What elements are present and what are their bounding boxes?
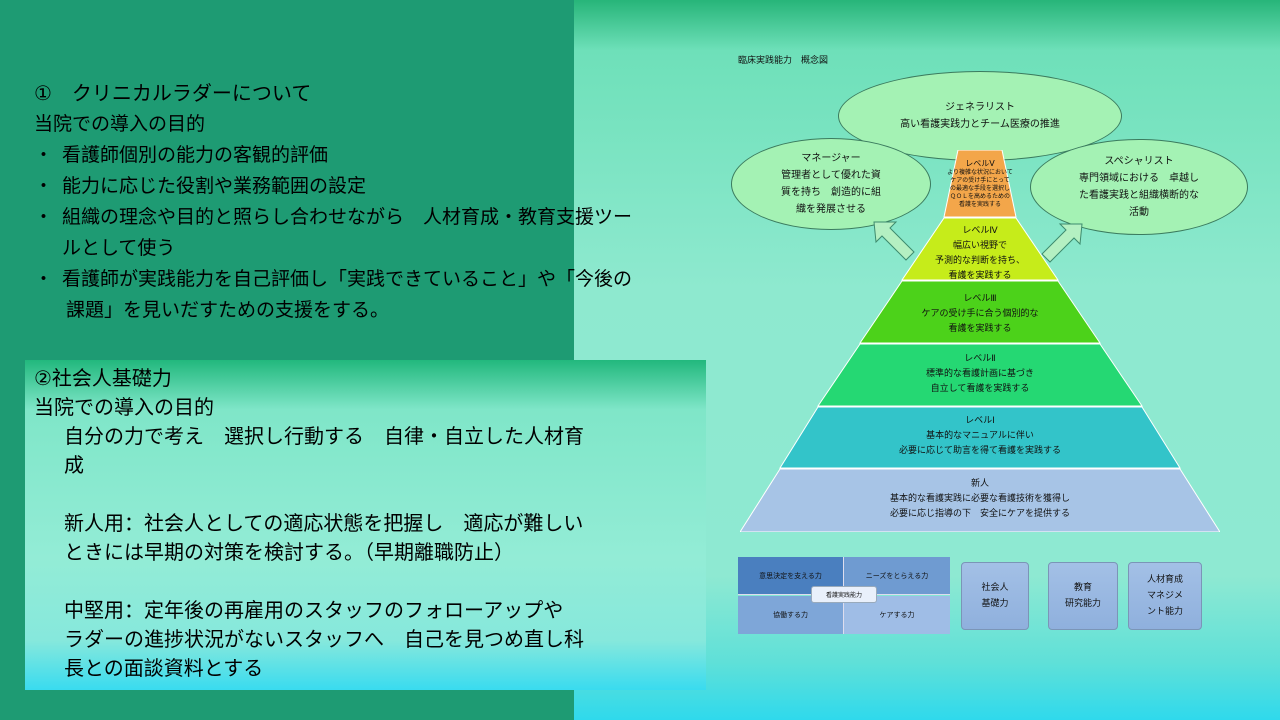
bullet-text: 看護師が実践能力を自己評価し「実践できていること」や「今後の — [62, 268, 633, 290]
level2-label: レベルⅡ 標準的な看護計画に基づき 自立して看護を実践する — [860, 352, 1100, 397]
bullet-mark: ・ — [34, 144, 54, 166]
ellipse-manager: マネージャー 管理者として優れた資 質を持ち 創造的に組 織を発展させる — [731, 138, 931, 230]
block-text: 社会人 — [981, 583, 1009, 593]
specialist-text: 専門領域における 卓越し — [1079, 173, 1199, 184]
block-text: 研究能力 — [1064, 599, 1101, 609]
bullet-text: 組織の理念や目的と照らし合わせながら 人材育成・教育支援ツー — [62, 206, 633, 228]
level2-title: レベルⅡ — [964, 354, 996, 364]
pyramid-level4 — [901, 217, 1059, 281]
level3-text: 看護を実践する — [948, 324, 1012, 334]
level1-text: 基本的なマニュアルに伴い — [926, 431, 1034, 441]
level3-title: レベルⅢ — [963, 294, 997, 304]
bullet-mark: ・ — [34, 175, 54, 197]
bullet-item-cont: 課題」を見いだすための支援をする。 — [34, 295, 724, 326]
block-text: マネジメ — [1146, 591, 1183, 601]
section-social-skills: ②社会人基礎力 当院での導入の目的 自分の力で考え 選択し行動する 自律・自立し… — [34, 364, 704, 683]
section2-heading: ②社会人基礎力 — [34, 366, 172, 390]
newbie-text: 必要に応じ指導の下 安全にケアを提供する — [889, 509, 1070, 519]
specialist-text: た看護実践と組織横断的な — [1079, 190, 1199, 201]
block-text: 人材育成 — [1146, 575, 1183, 585]
level5-text: ケアの受け手にとって — [950, 177, 1010, 184]
level5-title: レベルⅤ — [965, 159, 995, 168]
block-social-skills: 社会人 基礎力 — [961, 562, 1029, 630]
section2-text: 自分の力で考え 選択し行動する 自律・自立した人材育 — [64, 424, 584, 448]
block-education-research: 教育 研究能力 — [1048, 562, 1118, 630]
manager-text: 管理者として優れた資 — [781, 170, 881, 181]
newbie-title: 新人 — [970, 479, 989, 489]
bullet-text: 看護師個別の能力の客観的評価 — [62, 144, 329, 166]
pyramid-newbie — [740, 468, 1220, 532]
bullet-text: 課題」を見いだすための支援をする。 — [66, 299, 390, 321]
bullet-item: ・ 看護師個別の能力の客観的評価 — [34, 140, 724, 171]
section-clinical-ladder: ① クリニカルラダーについて 当院での導入の目的 ・ 看護師個別の能力の客観的評… — [34, 78, 724, 326]
bullet-item-cont: ルとして使う — [34, 233, 724, 264]
level5-label: レベルⅤ より複雑な状況において ケアの受け手にとって の最適な手段を選択し Ｑ… — [930, 158, 1030, 209]
quad-center-label: 看護実践能力 — [811, 586, 877, 603]
section2-text: ラダーの進捗状況がないスタッフへ 自己を見つめ直し科 — [64, 627, 584, 651]
block-text: 基礎力 — [981, 599, 1009, 609]
level4-label: レベルⅣ 幅広い視野で 予測的な判断を持ち、 看護を実践する — [900, 224, 1060, 284]
bullet-text: ルとして使う — [62, 237, 176, 259]
bullet-item: ・ 組織の理念や目的と照らし合わせながら 人材育成・教育支援ツー — [34, 202, 724, 233]
section2-text: 長との面談資料とする — [64, 656, 264, 680]
manager-title: マネージャー — [801, 153, 861, 164]
section2-text: 中堅用：定年後の再雇用のスタッフのフォローアップや — [64, 598, 564, 622]
level1-title: レベルⅠ — [965, 416, 995, 426]
section2-text: 成 — [64, 453, 84, 477]
bullet-item: ・ 能力に応じた役割や業務範囲の設定 — [34, 171, 724, 202]
section1-purpose: 当院での導入の目的 — [34, 113, 206, 135]
section2-background — [25, 360, 706, 690]
manager-text: 織を発展させる — [796, 204, 866, 215]
newbie-text: 基本的な看護実践に必要な看護技術を獲得し — [889, 494, 1070, 504]
level4-text: 幅広い視野で — [952, 241, 1007, 251]
arrow-up-right-icon — [1041, 223, 1083, 263]
section1-heading: ① クリニカルラダーについて — [34, 81, 312, 105]
block-text: ント能力 — [1146, 607, 1183, 617]
level5-text: ＱＯＬを高めるための — [949, 193, 1010, 200]
block-text: 教育 — [1073, 583, 1092, 593]
pyramid-level3 — [859, 280, 1101, 344]
nursing-practice-quadrant: 意思決定を支える力 ニーズをとらえる力 協働する力 ケアする力 看護実践能力 — [738, 557, 950, 634]
section2-text: 新人用：社会人としての適応状態を把握し 適応が難しい — [64, 511, 584, 535]
generalist-title: ジェネラリスト — [945, 102, 1015, 113]
level4-text: 看護を実践する — [948, 271, 1012, 281]
pyramid-level5 — [943, 150, 1017, 218]
level2-text: 自立して看護を実践する — [930, 384, 1030, 394]
level4-title: レベルⅣ — [962, 226, 998, 236]
level4-text: 予測的な判断を持ち、 — [934, 256, 1025, 266]
manager-text: 質を持ち 創造的に組 — [781, 187, 881, 198]
bullet-text: 能力に応じた役割や業務範囲の設定 — [62, 175, 367, 197]
level5-text: の最適な手段を選択し — [949, 185, 1010, 192]
level3-label: レベルⅢ ケアの受け手に合う個別的な 看護を実践する — [880, 292, 1080, 337]
bullet-mark: ・ — [34, 206, 54, 228]
bullet-item: ・ 看護師が実践能力を自己評価し「実践できていること」や「今後の — [34, 264, 724, 295]
ladder-pyramid — [740, 150, 1220, 532]
bullet-mark: ・ — [34, 268, 54, 290]
level5-text: 看護を実践する — [958, 201, 1001, 208]
level5-text: より複雑な状況において — [947, 169, 1013, 176]
arrow-up-left-icon — [873, 221, 915, 261]
specialist-text: 活動 — [1129, 207, 1149, 218]
diagram-title: 臨床実践能力 概念図 — [738, 56, 829, 66]
section2-purpose: 当院での導入の目的 — [34, 395, 214, 419]
level1-text: 必要に応じて助言を得て看護を実践する — [898, 446, 1061, 456]
specialist-title: スペシャリスト — [1104, 156, 1174, 167]
pyramid-level2 — [817, 343, 1143, 407]
section2-text: ときには早期の対策を検討する。（早期離職防止） — [64, 540, 514, 564]
level3-text: ケアの受け手に合う個別的な — [921, 309, 1039, 319]
pyramid-level1 — [779, 406, 1181, 469]
newbie-label: 新人 基本的な看護実践に必要な看護技術を獲得し 必要に応じ指導の下 安全にケアを… — [800, 477, 1160, 522]
ellipse-specialist: スペシャリスト 専門領域における 卓越し た看護実践と組織横断的な 活動 — [1030, 139, 1248, 235]
block-hr-management: 人材育成 マネジメ ント能力 — [1128, 562, 1202, 630]
level1-label: レベルⅠ 基本的なマニュアルに伴い 必要に応じて助言を得て看護を実践する — [830, 414, 1130, 459]
generalist-desc: 高い看護実践力とチーム医療の推進 — [900, 119, 1060, 130]
level2-text: 標準的な看護計画に基づき — [925, 369, 1034, 379]
